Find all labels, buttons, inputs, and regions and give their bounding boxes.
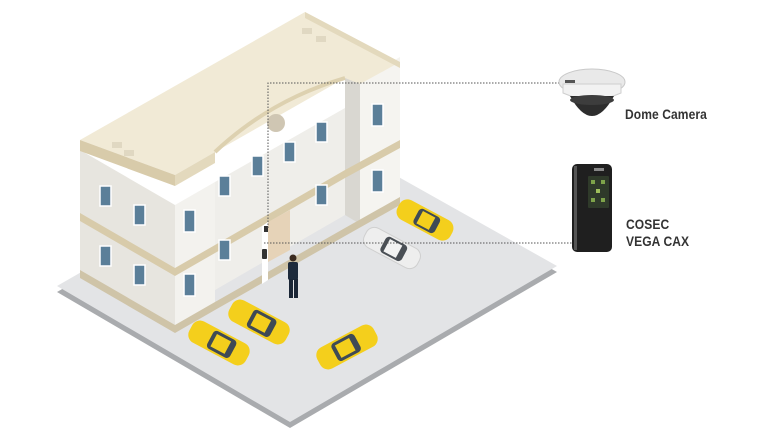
taxi-car	[228, 299, 290, 345]
clock-icon	[267, 114, 285, 132]
cosec-label-line-2: VEGA CAX	[626, 233, 690, 249]
cosec-vega-cax-icon	[572, 164, 612, 252]
wall-camera-icon	[264, 226, 268, 232]
person-figure	[288, 254, 298, 298]
dome-camera-connector	[267, 82, 560, 228]
taxi-car	[396, 199, 454, 241]
dome-camera-icon	[558, 68, 626, 116]
taxi-car	[316, 324, 378, 370]
wall-access-reader-icon	[262, 249, 267, 259]
windows	[99, 103, 384, 297]
taxi-car	[188, 320, 250, 366]
dome-camera-label: Dome Camera	[625, 106, 707, 122]
building	[80, 12, 400, 333]
connector-lines	[264, 82, 572, 244]
cosec-label-line-1: COSEC	[626, 216, 670, 232]
cosec-vega-cax-label: COSEC VEGA CAX	[626, 216, 689, 250]
